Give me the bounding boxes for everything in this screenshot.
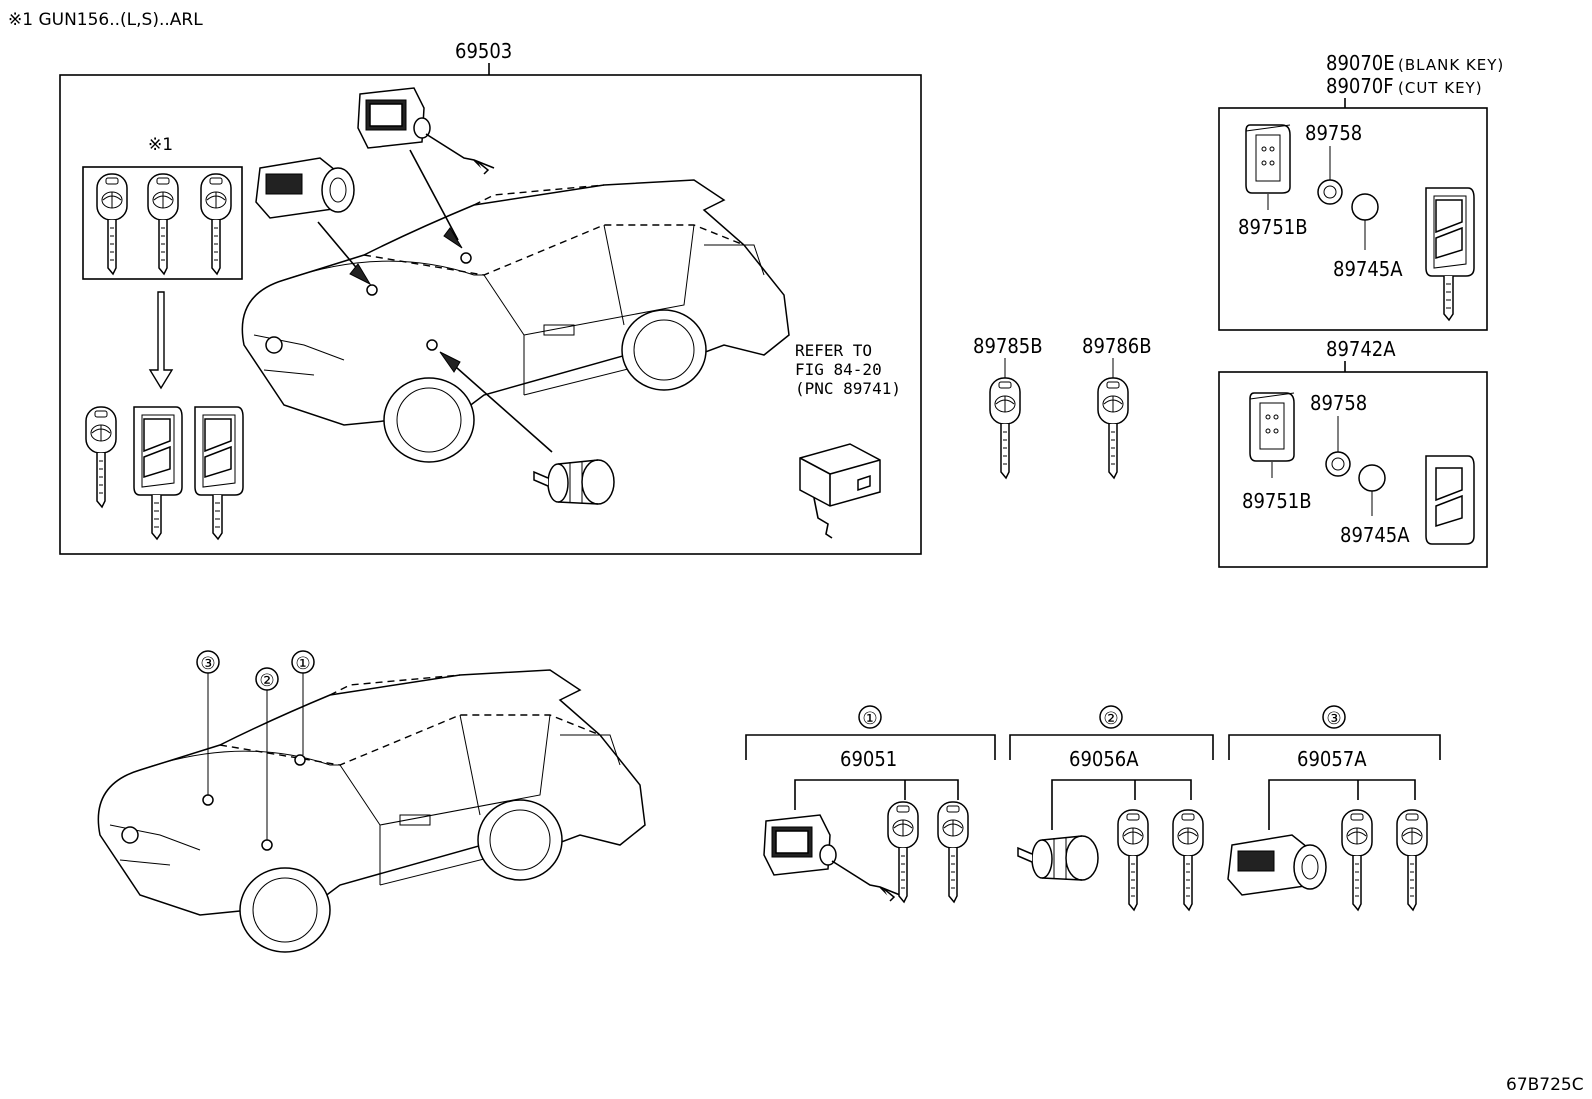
part-no-69056a[interactable]: 69056A xyxy=(1069,747,1139,771)
callout-3-marker[interactable]: ③ xyxy=(1326,709,1341,729)
key-icon xyxy=(1097,377,1129,479)
ignition-switch-module xyxy=(1227,834,1327,896)
refer-line-3: (PNC 89741) xyxy=(795,379,901,398)
key-icon xyxy=(147,173,179,275)
key-subset-box xyxy=(82,166,243,280)
o-ring-icon xyxy=(1325,451,1351,477)
part-no-89758[interactable]: 89758 xyxy=(1310,391,1367,415)
lock-cylinder xyxy=(533,459,615,505)
part-no-89070e[interactable]: 89070E xyxy=(1326,51,1395,75)
key-fob-icon xyxy=(194,406,244,540)
lock-cylinder xyxy=(1017,835,1099,881)
key-fob-icon xyxy=(1425,187,1475,321)
group-frame xyxy=(1218,371,1488,568)
part-no-89751b[interactable]: 89751B xyxy=(1242,489,1312,513)
key-icon xyxy=(1117,809,1149,911)
marker-3[interactable]: ③ xyxy=(200,654,215,674)
group-frame xyxy=(59,74,922,555)
callout-2: ② 69056A xyxy=(1009,705,1214,911)
marker-2[interactable]: ② xyxy=(259,671,274,691)
key-icon xyxy=(1396,809,1428,911)
part-no-loose-key-2[interactable]: 89786B xyxy=(1082,334,1152,358)
key-icon xyxy=(937,801,969,903)
cut-key-note: (CUT KEY) xyxy=(1398,79,1483,97)
arrow-down-icon xyxy=(148,291,174,390)
applicability-note: ※1 GUN156..(L,S)..ARL xyxy=(8,10,203,30)
part-no-loose-key-1[interactable]: 89785B xyxy=(973,334,1043,358)
location-vehicle: ③ ② ① xyxy=(97,650,646,953)
part-no-69057a[interactable]: 69057A xyxy=(1297,747,1367,771)
callout-1: ① 69051 xyxy=(745,705,996,903)
part-no-89751b[interactable]: 89751B xyxy=(1238,215,1308,239)
steering-lock-assembly xyxy=(763,814,901,902)
callout-3: ③ 69057A xyxy=(1227,705,1441,911)
battery-icon xyxy=(1351,193,1379,221)
group-69503: 69503 ※1 REFER TO FIG 84-20 xyxy=(59,39,922,555)
marker-1[interactable]: ① xyxy=(295,654,310,674)
vehicle-illustration xyxy=(97,669,646,953)
key-icon xyxy=(1172,809,1204,911)
diagram-code: 67B725C xyxy=(1506,1075,1584,1095)
battery-icon xyxy=(1358,464,1386,492)
blank-key-note: (BLANK KEY) xyxy=(1398,56,1504,74)
group-89742a: 89742A 89751B 89758 89745A xyxy=(1218,337,1488,568)
refer-line-2[interactable]: FIG 84-20 xyxy=(795,360,882,379)
part-no-89070f[interactable]: 89070F xyxy=(1326,74,1394,98)
sub-note-marker: ※1 xyxy=(148,135,173,155)
ignition-switch-module xyxy=(255,157,355,219)
key-icon xyxy=(200,173,232,275)
o-ring-icon xyxy=(1317,179,1343,205)
key-icon xyxy=(887,801,919,903)
key-icon xyxy=(85,406,117,508)
key-icon xyxy=(96,173,128,275)
key-icon xyxy=(1341,809,1373,911)
group-frame xyxy=(1218,107,1488,331)
refer-line-1: REFER TO xyxy=(795,341,872,360)
callout-2-marker[interactable]: ② xyxy=(1103,709,1118,729)
transmitter-housing xyxy=(1249,392,1295,462)
part-no-89745a[interactable]: 89745A xyxy=(1340,523,1410,547)
loose-keys: 89785B 89786B xyxy=(973,334,1152,479)
part-no-89742a[interactable]: 89742A xyxy=(1326,337,1396,361)
callout-1-marker[interactable]: ① xyxy=(862,709,877,729)
key-fob-icon xyxy=(1425,455,1475,545)
transmitter-housing xyxy=(1245,124,1291,194)
key-icon xyxy=(989,377,1021,479)
ecu-box xyxy=(799,443,881,539)
group-89070: 89070E (BLANK KEY) 89070F (CUT KEY) 8975… xyxy=(1218,51,1504,331)
part-no-69051[interactable]: 69051 xyxy=(840,747,897,771)
key-fob-icon xyxy=(133,406,183,540)
part-no-89745a[interactable]: 89745A xyxy=(1333,257,1403,281)
steering-lock-assembly xyxy=(357,87,495,175)
part-no-89758[interactable]: 89758 xyxy=(1305,121,1362,145)
part-no-69503[interactable]: 69503 xyxy=(455,39,512,63)
